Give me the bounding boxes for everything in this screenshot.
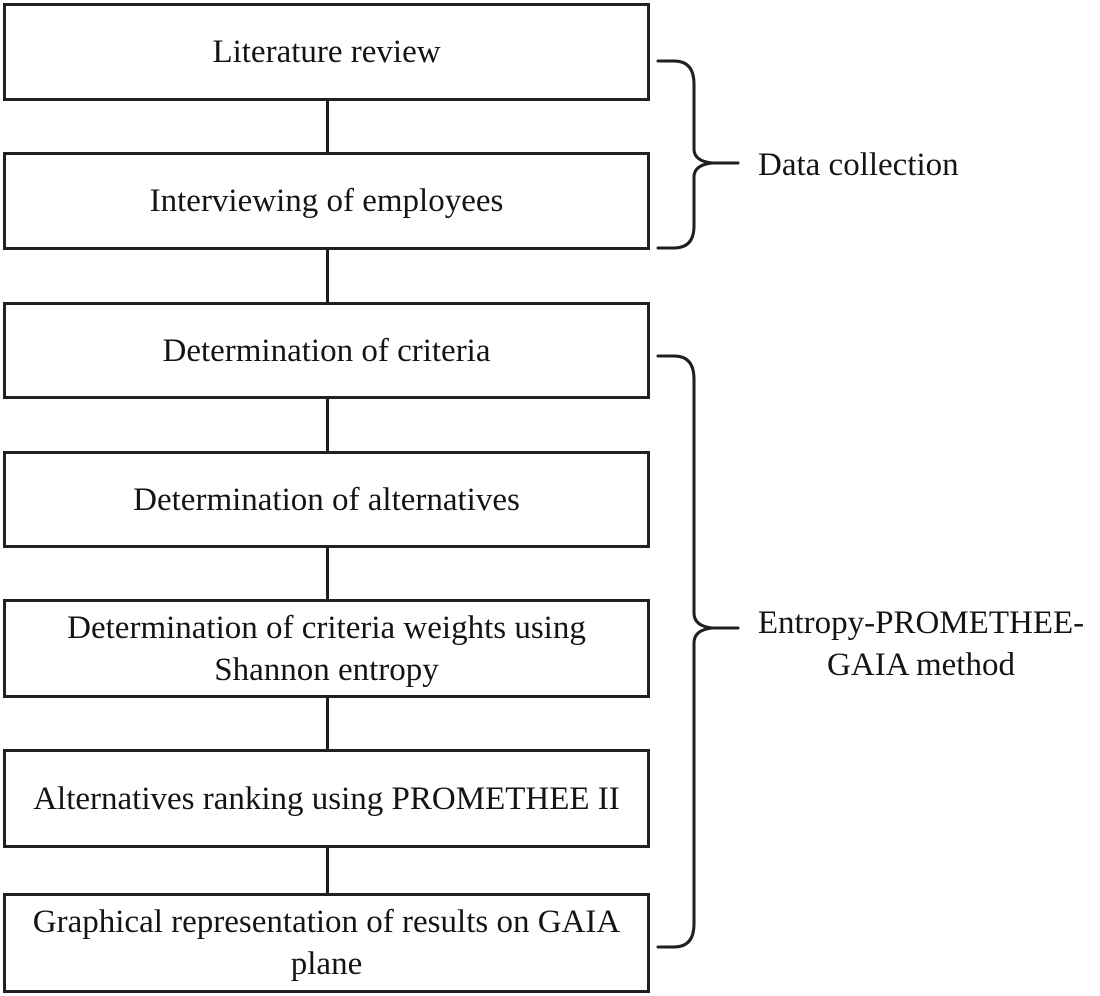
flow-box-label: Determination of alternatives xyxy=(133,481,520,518)
connector-line xyxy=(326,848,329,893)
connector-line xyxy=(326,250,329,302)
flow-box-promethee-ranking: Alternatives ranking using PROMETHEE II xyxy=(3,749,650,848)
flow-box-label: Alternatives ranking using PROMETHEE II xyxy=(33,780,620,817)
flow-box-label: Graphical representation of results on G… xyxy=(32,904,621,940)
flow-box-determination-of-criteria: Determination of criteria xyxy=(3,302,650,399)
connector-line xyxy=(326,698,329,749)
group-label-entropy-promethee-gaia: Entropy-PROMETHEE- GAIA method xyxy=(742,602,1100,686)
flow-box-label: Shannon entropy xyxy=(214,651,439,688)
group-label-line: Data collection xyxy=(758,147,959,183)
group-label-line: Entropy-PROMETHEE- xyxy=(757,605,1085,641)
flow-box-criteria-weights-shannon: Determination of criteria weights using … xyxy=(3,599,650,698)
group-label-data-collection: Data collection xyxy=(758,144,959,186)
flow-box-literature-review: Literature review xyxy=(3,3,650,101)
group-label-line: GAIA method xyxy=(827,647,1015,683)
flow-box-gaia-plane-results: Graphical representation of results on G… xyxy=(3,893,650,993)
connector-line xyxy=(326,101,329,152)
brace-layer xyxy=(656,59,740,949)
flow-box-label: Determination of criteria xyxy=(162,332,491,369)
connector-line xyxy=(326,399,329,451)
flow-box-interviewing-of-employees: Interviewing of employees xyxy=(3,152,650,250)
flow-box-label: Determination of criteria weights using xyxy=(67,609,586,646)
curly-brace-data-collection xyxy=(656,59,713,250)
curly-brace-entropy-method xyxy=(656,354,713,949)
flow-box-label: Literature review xyxy=(212,34,441,70)
flow-box-determination-of-alternatives: Determination of alternatives xyxy=(3,451,650,548)
flow-box-label: Interviewing of employees xyxy=(149,183,504,219)
connector-line xyxy=(326,548,329,599)
flow-box-label: plane xyxy=(290,946,363,982)
